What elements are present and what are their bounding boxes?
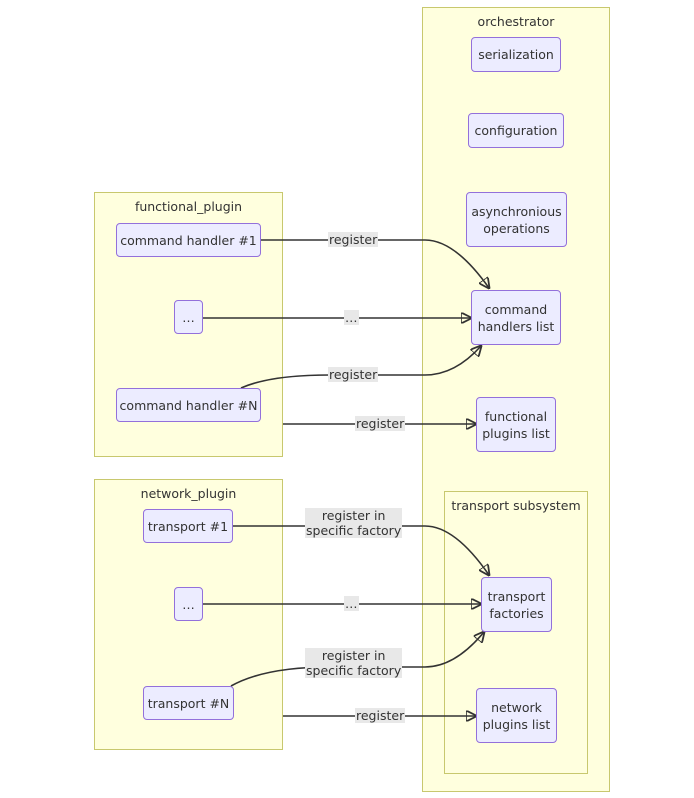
edge-label-ellipsis-1: … xyxy=(344,310,359,325)
command-handlers-list-node: command handlers list xyxy=(471,290,561,345)
command-handler-ellipsis-node: … xyxy=(174,300,203,334)
edge-label-ellipsis-2: … xyxy=(344,596,359,611)
orchestrator-title: orchestrator xyxy=(477,14,555,29)
command-handler-n-node: command handler #N xyxy=(116,388,261,422)
edge-label-register-1: register xyxy=(328,232,379,247)
edge-label-register-functional: register xyxy=(355,416,406,431)
transport-ellipsis-node: … xyxy=(174,587,203,621)
edge-label-register-factory-1: register in specific factory xyxy=(305,508,403,538)
network-plugins-list-node: network plugins list xyxy=(476,688,557,743)
edge-label-register-network: register xyxy=(355,708,406,723)
command-handler-1-node: command handler #1 xyxy=(116,223,261,257)
network-plugin-title: network_plugin xyxy=(140,486,237,501)
edge-cmd-handler-1-to-list xyxy=(261,239,489,288)
functional-plugins-list-node: functional plugins list xyxy=(476,397,556,452)
async-operations-node: asynchronious operations xyxy=(466,192,567,247)
configuration-node: configuration xyxy=(468,113,564,148)
edge-transport-1-to-factories xyxy=(233,525,489,575)
edge-label-register-factory-n: register in specific factory xyxy=(305,648,403,678)
transport-factories-node: transport factories xyxy=(481,577,552,632)
functional-plugin-title: functional_plugin xyxy=(134,199,243,214)
edge-label-register-n: register xyxy=(328,367,379,382)
transport-subsystem-title: transport subsystem xyxy=(451,498,581,513)
serialization-node: serialization xyxy=(471,37,561,72)
transport-1-node: transport #1 xyxy=(143,509,233,543)
transport-n-node: transport #N xyxy=(143,686,234,720)
